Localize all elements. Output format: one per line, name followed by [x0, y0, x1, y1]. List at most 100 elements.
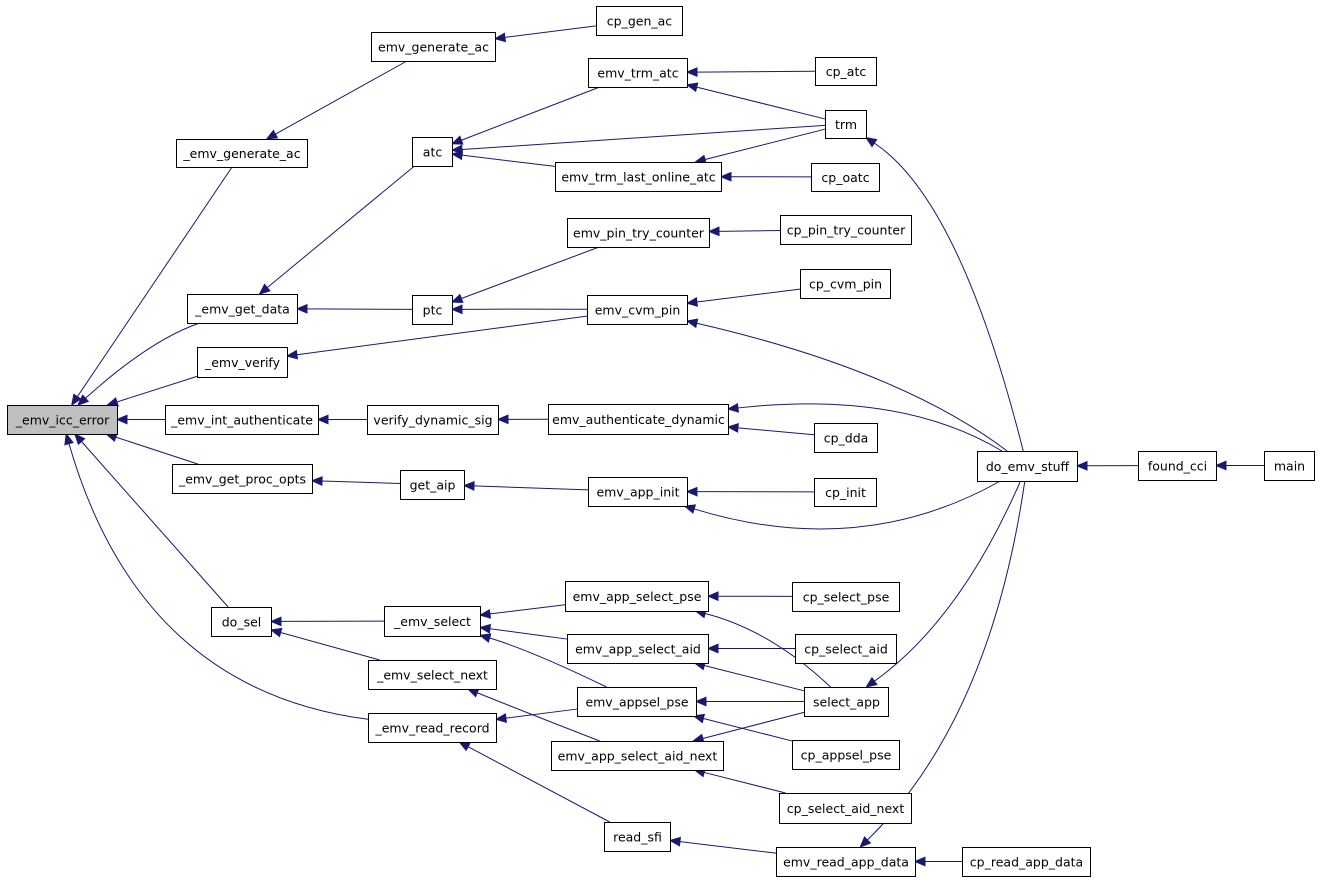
edge-line: [696, 288, 801, 303]
node-do-emv-stuff[interactable]: do_emv_stuff: [977, 451, 1078, 482]
node-emv-get-proc-opts[interactable]: _emv_get_proc_opts: [172, 464, 313, 494]
node-emv-trm-atc[interactable]: emv_trm_atc: [588, 58, 688, 88]
node-box[interactable]: [165, 405, 319, 435]
node-emv-read-app-data[interactable]: emv_read_app_data: [776, 847, 916, 877]
node-box[interactable]: [172, 464, 313, 494]
node-verify-dynamic-sig[interactable]: verify_dynamic_sig: [367, 405, 499, 435]
edge-line: [461, 154, 556, 167]
edge-cp_dda-to-emv_authenticate_dynamic: [726, 423, 815, 436]
node-box[interactable]: [548, 404, 729, 435]
node-emv-verify[interactable]: _emv_verify: [197, 347, 288, 378]
node-select-app[interactable]: select_app: [804, 687, 889, 717]
node-cp-cvm-pin[interactable]: cp_cvm_pin: [800, 269, 891, 299]
node-box[interactable]: [400, 470, 465, 500]
node-box[interactable]: [587, 295, 688, 325]
node-ptc[interactable]: ptc: [412, 295, 453, 325]
node-box[interactable]: [187, 294, 298, 324]
node-emv-generate-ac-pub[interactable]: emv_generate_ac: [371, 32, 496, 62]
node-box[interactable]: [588, 477, 688, 507]
node-box[interactable]: [804, 687, 889, 717]
node-box[interactable]: [792, 582, 900, 612]
node-box[interactable]: [368, 713, 497, 743]
node-cp-oatc[interactable]: cp_oatc: [811, 163, 880, 192]
node-cp-select-aid[interactable]: cp_select_aid: [795, 634, 897, 664]
node-box[interactable]: [815, 57, 877, 86]
arrowhead: [450, 304, 463, 315]
node-atc[interactable]: atc: [412, 137, 453, 167]
node-emv-cvm-pin[interactable]: emv_cvm_pin: [587, 295, 688, 325]
node-box[interactable]: [412, 295, 453, 325]
node-box[interactable]: [776, 847, 916, 877]
node-box[interactable]: [792, 740, 900, 770]
node-emv-int-authenticate[interactable]: _emv_int_authenticate: [165, 405, 319, 435]
node-box[interactable]: [551, 741, 724, 771]
edge-trm-to-emv_trm_last_online_atc: [694, 128, 826, 165]
node-box[interactable]: [565, 581, 709, 612]
node-box[interactable]: [7, 405, 118, 435]
node-emv-app-select-pse[interactable]: emv_app_select_pse: [565, 581, 709, 612]
node-box[interactable]: [962, 847, 1091, 877]
node-cp-select-pse[interactable]: cp_select_pse: [792, 582, 900, 612]
node-box[interactable]: [567, 218, 710, 248]
node-label: _emv_verify: [204, 355, 281, 370]
node-box[interactable]: [780, 215, 912, 245]
edge-line: [505, 708, 578, 719]
node-box[interactable]: [197, 347, 288, 378]
node-found-cci[interactable]: found_cci: [1138, 451, 1217, 481]
node-emv-authenticate-dynamic[interactable]: emv_authenticate_dynamic: [548, 404, 729, 435]
node-box[interactable]: [567, 634, 709, 664]
node-get-aip[interactable]: get_aip: [400, 470, 465, 500]
node-trm[interactable]: trm: [825, 110, 867, 139]
node-emv-appsel-pse[interactable]: emv_appsel_pse: [577, 687, 697, 717]
node-box[interactable]: [604, 822, 671, 852]
node-box[interactable]: [412, 137, 453, 167]
node-box[interactable]: [779, 793, 912, 824]
node-emv-app-init[interactable]: emv_app_init: [588, 477, 688, 507]
node-box[interactable]: [596, 6, 683, 36]
node-emv-app-select-aid[interactable]: emv_app_select_aid: [567, 634, 709, 664]
node-emv-read-record[interactable]: _emv_read_record: [368, 713, 497, 743]
node-box[interactable]: [211, 607, 272, 637]
node-emv-pin-try-counter[interactable]: emv_pin_try_counter: [567, 218, 710, 248]
node-emv-generate-ac[interactable]: _emv_generate_ac: [176, 139, 308, 168]
node-emv-app-select-aid-next[interactable]: emv_app_select_aid_next: [551, 741, 724, 771]
node-emv-icc-error[interactable]: _emv_icc_error: [7, 405, 118, 435]
node-cp-init[interactable]: cp_init: [814, 478, 877, 507]
node-cp-read-app-data[interactable]: cp_read_app_data: [962, 847, 1091, 877]
node-box[interactable]: [811, 163, 880, 192]
node-box[interactable]: [368, 660, 497, 690]
node-box[interactable]: [588, 58, 688, 88]
arrowhead: [450, 150, 464, 161]
node-box[interactable]: [795, 634, 897, 664]
node-cp-atc[interactable]: cp_atc: [815, 57, 877, 86]
edge-emv_get_data-to-emv_icc_error: [77, 322, 200, 406]
node-cp-pin-try-counter[interactable]: cp_pin_try_counter: [780, 215, 912, 245]
node-box[interactable]: [384, 606, 481, 637]
node-box[interactable]: [977, 451, 1078, 482]
node-box[interactable]: [577, 687, 697, 717]
node-box[interactable]: [814, 478, 877, 507]
node-box[interactable]: [800, 269, 891, 299]
node-box[interactable]: [1264, 451, 1315, 481]
node-main[interactable]: main: [1264, 451, 1315, 481]
arrowhead: [450, 135, 464, 145]
node-box[interactable]: [176, 139, 308, 168]
node-box[interactable]: [814, 423, 878, 453]
node-box[interactable]: [825, 110, 867, 139]
node-cp-gen-ac[interactable]: cp_gen_ac: [596, 6, 683, 36]
node-cp-dda[interactable]: cp_dda: [814, 423, 878, 453]
edge-line: [704, 128, 826, 161]
node-emv-get-data[interactable]: _emv_get_data: [187, 294, 298, 324]
node-emv-select-next[interactable]: _emv_select_next: [368, 660, 497, 690]
node-cp-select-aid-next[interactable]: cp_select_aid_next: [779, 793, 912, 824]
node-box[interactable]: [555, 162, 722, 192]
node-emv-select[interactable]: _emv_select: [384, 606, 481, 637]
node-box[interactable]: [367, 405, 499, 435]
node-do-sel[interactable]: do_sel: [211, 607, 272, 637]
node-read-sfi[interactable]: read_sfi: [604, 822, 671, 852]
node-box[interactable]: [1138, 451, 1217, 481]
node-box[interactable]: [371, 32, 496, 62]
node-cp-appsel-pse[interactable]: cp_appsel_pse: [792, 740, 900, 770]
edge-line: [68, 443, 369, 720]
node-emv-trm-last-online-atc[interactable]: emv_trm_last_online_atc: [555, 162, 722, 192]
